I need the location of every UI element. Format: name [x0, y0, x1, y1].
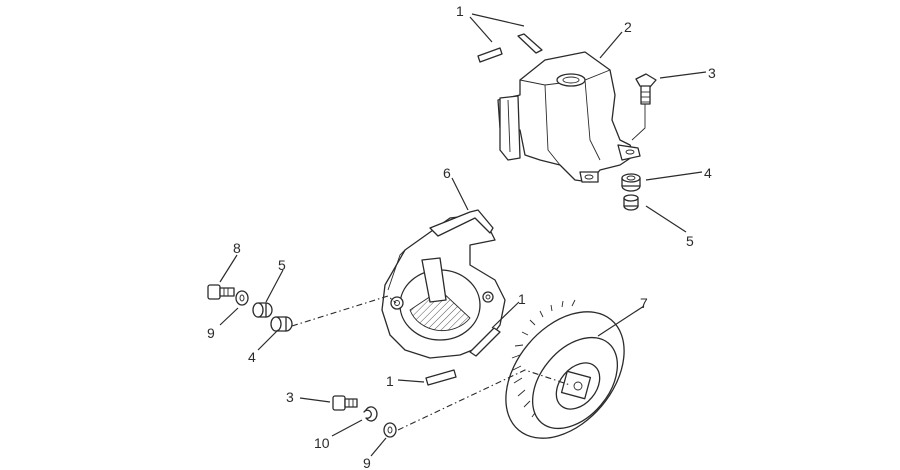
- key-part-top-left: [477, 47, 503, 63]
- bolt-left-upper: [207, 284, 235, 300]
- callout-9-left: 9: [207, 325, 215, 341]
- callout-1-middle: 1: [518, 291, 526, 307]
- callout-6: 6: [443, 165, 451, 181]
- callout-3-top: 3: [708, 65, 716, 81]
- grommet-left-upper: [270, 316, 293, 332]
- callout-8: 8: [233, 240, 241, 256]
- callout-2: 2: [624, 19, 632, 35]
- callout-9-bottom: 9: [363, 455, 371, 470]
- callout-4-left: 4: [248, 349, 256, 365]
- callout-1-bottom: 1: [386, 373, 394, 389]
- callout-5-left: 5: [278, 257, 286, 273]
- bolt-top: [631, 73, 657, 141]
- bolt-left-lower: [332, 395, 358, 411]
- callout-labels: 1 2 3 4 5 6 7 8 5 9 4 1 1 3 10 9: [207, 3, 716, 470]
- callout-10: 10: [314, 435, 330, 451]
- cylinder-cover: [497, 51, 641, 183]
- fan-housing: [381, 209, 506, 359]
- washer-left-upper: [235, 290, 249, 306]
- callout-leaders: [219, 13, 707, 457]
- assembly-line-lower: [397, 369, 571, 431]
- collar-left-upper: [252, 302, 273, 318]
- collar-top: [623, 194, 639, 211]
- callout-7: 7: [640, 295, 648, 311]
- grommet-top: [621, 173, 641, 192]
- key-part-bottom: [425, 369, 457, 386]
- washer-left-lower: [383, 422, 397, 438]
- callout-3-left: 3: [286, 389, 294, 405]
- flywheel: [505, 299, 625, 439]
- key-part-middle: [469, 327, 501, 357]
- callout-1-top: 1: [456, 3, 464, 19]
- clip-ring-left-lower: [363, 406, 378, 422]
- callout-5-top: 5: [686, 233, 694, 249]
- assembly-line-upper: [291, 295, 397, 327]
- key-part-top-right: [517, 33, 543, 54]
- callout-4-top: 4: [704, 165, 712, 181]
